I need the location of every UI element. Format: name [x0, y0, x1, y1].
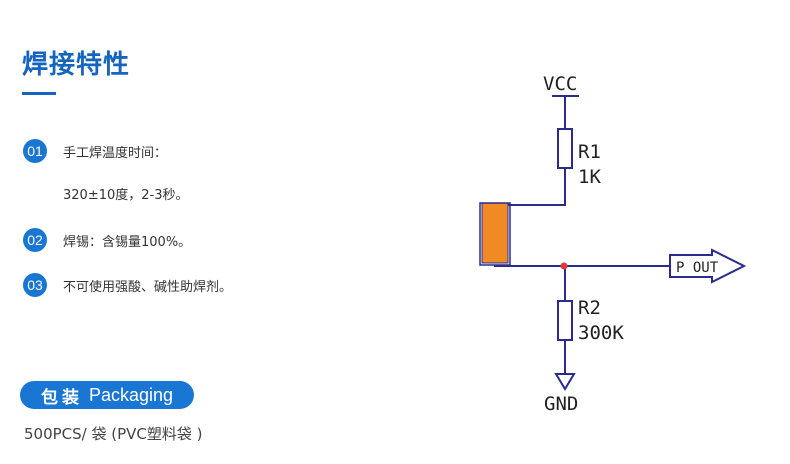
r2-name-label: R2 [578, 297, 601, 319]
ground-label: GND [544, 393, 578, 415]
list-item: 02 焊锡：含锡量100%。 [23, 228, 191, 252]
item-number-badge: 02 [23, 228, 47, 252]
item-text: 不可使用强酸、碱性助焊剂。 [63, 279, 233, 295]
vcc-label: VCC [543, 73, 577, 95]
sensor-element [481, 202, 509, 264]
r1-value-label: 1K [578, 166, 601, 188]
item-text: 焊锡：含锡量100%。 [63, 234, 192, 250]
list-item: 03 不可使用强酸、碱性助焊剂。 [23, 273, 232, 297]
ground-symbol [554, 373, 576, 391]
packaging-title-en: Packaging [88, 384, 174, 405]
output-arrow [669, 248, 747, 284]
list-item: 01 手工焊温度时间： [23, 139, 167, 163]
title-underline [22, 92, 56, 95]
item-subtext: 320±10度，2-3秒。 [63, 188, 189, 203]
resistor-r2 [557, 300, 573, 341]
item-number-badge: 03 [23, 273, 47, 297]
output-label: P OUT [676, 260, 719, 276]
sensor-element-outline [479, 202, 511, 266]
item-text: 手工焊温度时间： [63, 145, 168, 161]
r1-name-label: R1 [578, 141, 601, 163]
resistor-r1 [557, 128, 573, 169]
item-number-badge: 01 [23, 139, 47, 163]
junction-dot [560, 262, 568, 270]
section-title: 焊接特性 [22, 50, 131, 80]
packaging-badge: 包装 Packaging [20, 381, 194, 409]
r2-value-label: 300K [578, 322, 624, 344]
packaging-title-cn: 包装 [40, 387, 83, 408]
packaging-detail: 500PCS/ 袋 (PVC塑料袋 ) [24, 425, 203, 443]
